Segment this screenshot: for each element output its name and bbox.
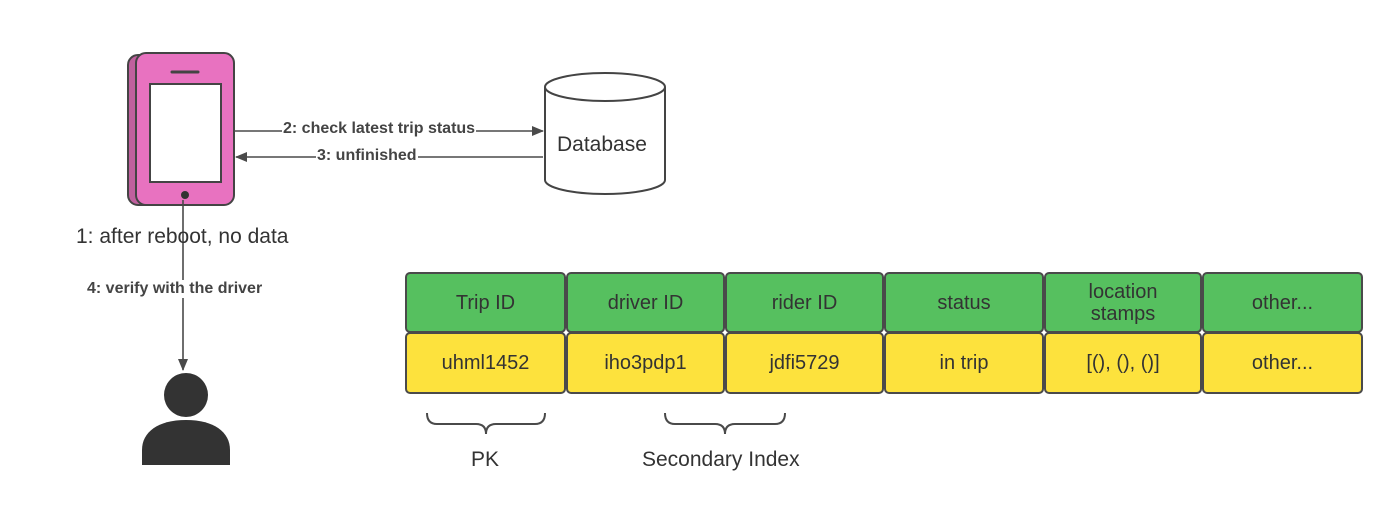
pk-brace: [426, 412, 546, 435]
secondary-index-brace: [664, 412, 786, 435]
table-value-cell: [(), (), ()]: [1044, 332, 1202, 394]
table-header-cell: other...: [1202, 272, 1363, 333]
user-person-icon: [142, 373, 230, 465]
unfinished-label: 3: unfinished: [316, 147, 418, 165]
cylinder-database-icon: [544, 72, 666, 195]
table-value-cell: uhml1452: [405, 332, 566, 394]
table-header-cell: status: [884, 272, 1044, 333]
database-label: Database: [557, 133, 647, 156]
table-value-cell: iho3pdp1: [566, 332, 725, 394]
secondary-index-label: Secondary Index: [642, 448, 800, 471]
table-value-cell: other...: [1202, 332, 1363, 394]
phone-caption: 1: after reboot, no data: [76, 225, 289, 248]
mobile-phone-icon: [127, 52, 235, 206]
pk-label: PK: [471, 448, 500, 471]
verify-label: 4: verify with the driver: [86, 280, 264, 298]
table-value-cell: in trip: [884, 332, 1044, 394]
table-header-cell: Trip ID: [405, 272, 566, 333]
table-header-cell: rider ID: [725, 272, 884, 333]
table-header-cell: location stamps: [1044, 272, 1202, 333]
check-status-label: 2: check latest trip status: [282, 120, 477, 138]
table-value-cell: jdfi5729: [725, 332, 884, 394]
table-header-cell: driver ID: [566, 272, 725, 333]
